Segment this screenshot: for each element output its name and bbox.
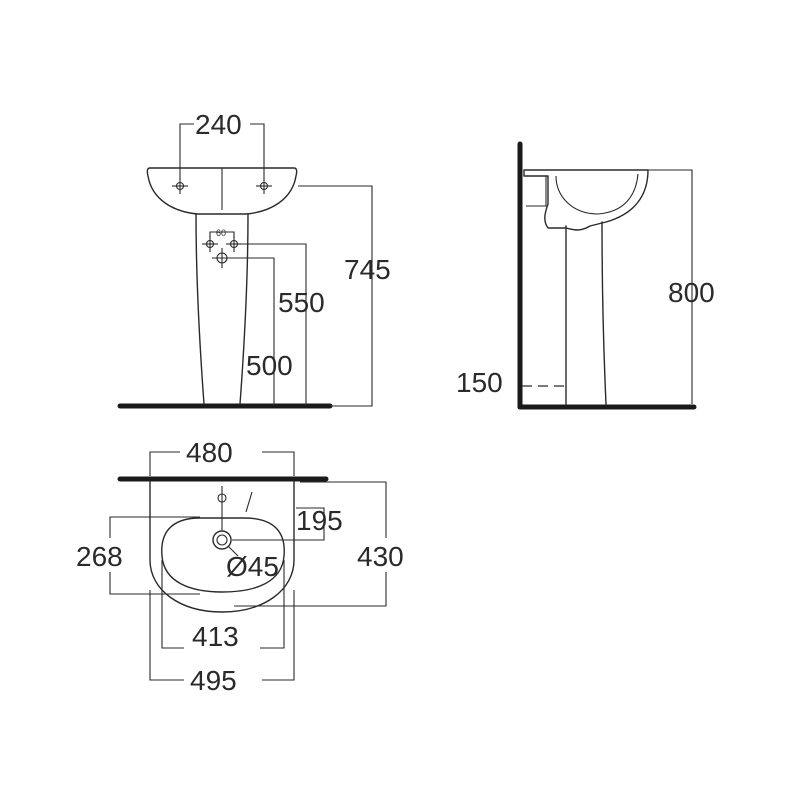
front-pedestal-holes bbox=[202, 231, 242, 252]
dim-268-label-bg bbox=[74, 538, 134, 572]
dim-480-line-right bbox=[262, 451, 295, 476]
plan-waste-outlet bbox=[212, 530, 239, 557]
dim-rim-height: 800 bbox=[668, 277, 715, 308]
dim-tap-to-waste: 195 bbox=[296, 505, 343, 536]
front-tap-hole-left bbox=[172, 178, 188, 194]
dim-495-line-right bbox=[262, 590, 295, 681]
dim-240-line bbox=[179, 123, 194, 180]
dim-495-line bbox=[149, 590, 184, 681]
dim-bowl-depth: 268 bbox=[76, 541, 123, 572]
dim-tap-spacing: 240 bbox=[195, 109, 242, 140]
front-view: 60 240 745 550 500 bbox=[117, 109, 391, 409]
dim-waste-diameter: Ø45 bbox=[226, 551, 279, 582]
dim-width-top: 480 bbox=[186, 437, 233, 468]
plan-overflow-line bbox=[245, 491, 253, 513]
dim-floor-offset: 150 bbox=[456, 367, 503, 398]
side-basin-outline bbox=[523, 169, 649, 231]
front-tap-hole-right bbox=[256, 178, 272, 194]
front-basin-outline bbox=[146, 167, 298, 215]
dim-413-line bbox=[161, 560, 184, 649]
dim-500-line bbox=[232, 257, 275, 406]
plan-view: 480 195 Ø45 268 430 413 495 bbox=[74, 437, 414, 696]
dim-small-spacing: 60 bbox=[216, 228, 226, 238]
front-pedestal-outline bbox=[195, 213, 249, 405]
dim-430-label-bg bbox=[354, 538, 414, 572]
dim-550-line bbox=[238, 243, 307, 406]
dim-pedestal-height: 500 bbox=[246, 350, 293, 381]
side-view: 800 150 bbox=[456, 141, 715, 410]
dim-413-line-right bbox=[260, 560, 285, 649]
side-mount-bracket bbox=[526, 175, 547, 207]
dim-overall-height: 745 bbox=[344, 254, 391, 285]
side-basin-inner bbox=[555, 173, 639, 215]
dim-overall-depth: 430 bbox=[357, 541, 404, 572]
front-waste-outlet bbox=[212, 248, 232, 268]
plan-bowl-outline bbox=[161, 517, 285, 593]
plan-basin-outline bbox=[149, 481, 295, 613]
dim-195-line bbox=[232, 507, 325, 541]
dim-480-line bbox=[149, 451, 180, 476]
dim-bowl-width: 413 bbox=[192, 621, 239, 652]
dim-waste-height: 550 bbox=[278, 287, 325, 318]
dim-overall-width: 495 bbox=[190, 665, 237, 696]
side-pedestal-outline bbox=[565, 221, 607, 405]
dim-745-line bbox=[298, 185, 373, 407]
dim-800-line bbox=[648, 169, 693, 404]
dim-240-line-right bbox=[250, 123, 265, 180]
